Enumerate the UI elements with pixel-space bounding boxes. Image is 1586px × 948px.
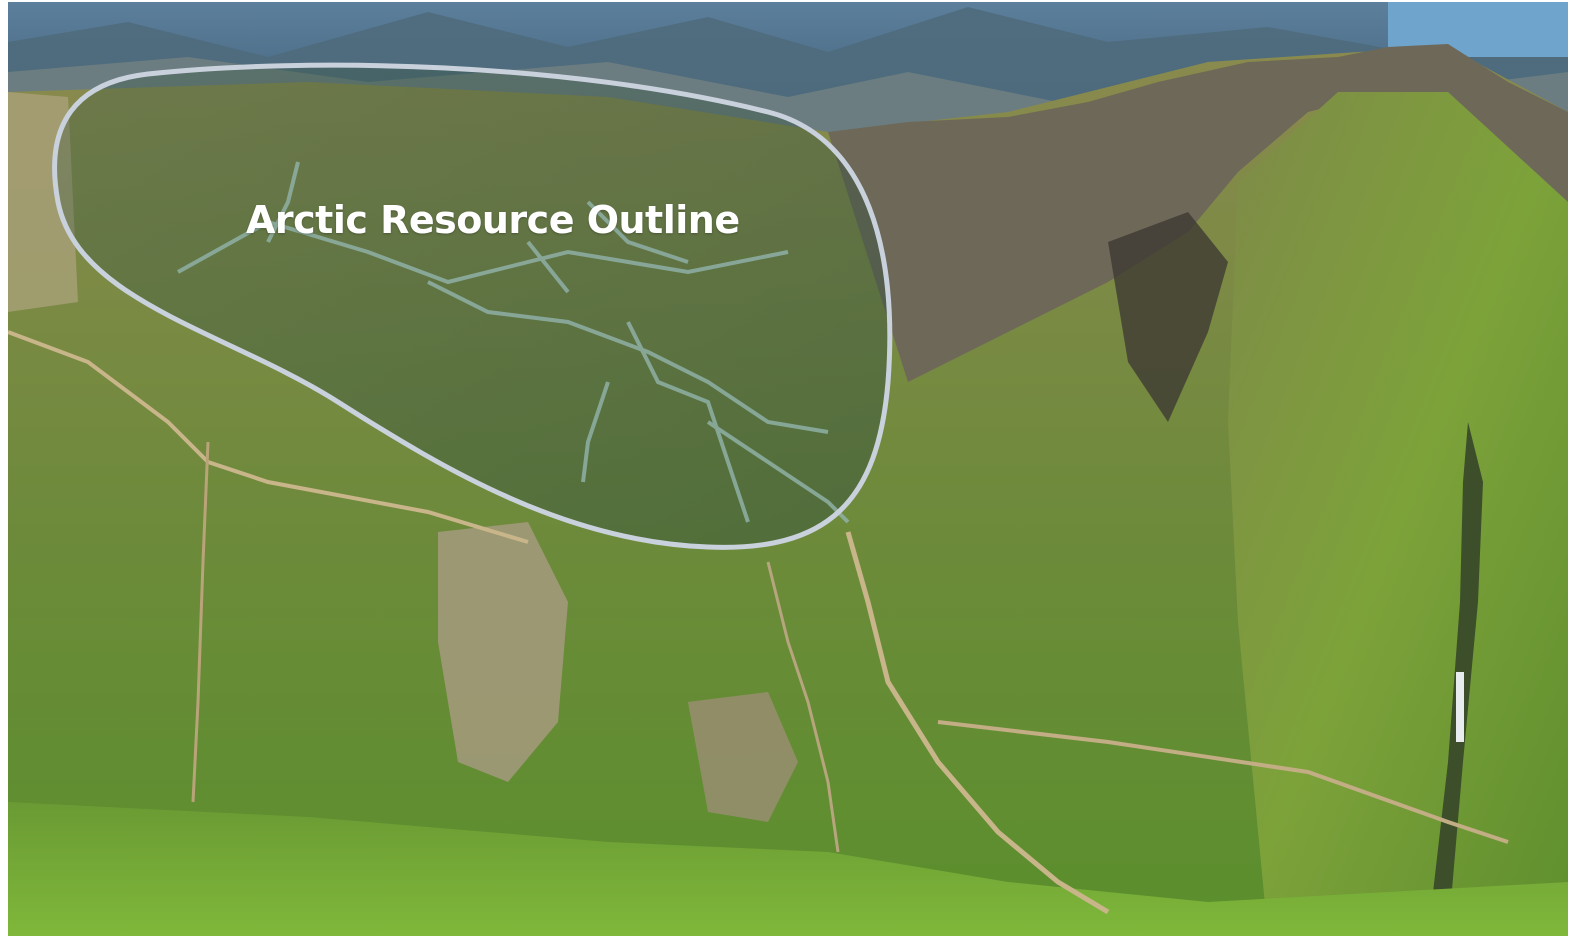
scree-patch [438,522,568,782]
right-green-slope [1228,92,1568,936]
rocky-ridge [828,44,1568,382]
landscape-illustration [8,2,1568,936]
gully [1428,422,1483,936]
trail-5 [766,561,840,853]
valley-floor [8,802,1568,936]
resource-outline [52,62,893,550]
trail-4 [191,441,210,803]
trail-2 [937,720,1509,844]
zone-trails [177,161,850,524]
scree-patch-2 [688,692,798,822]
aerial-photo: Arctic Resource Outline [8,2,1568,936]
outline-label: Arctic Resource Outline [246,198,740,242]
dark-rock-band [1108,212,1228,422]
snow-patch [1456,672,1464,742]
trail [845,531,1110,915]
